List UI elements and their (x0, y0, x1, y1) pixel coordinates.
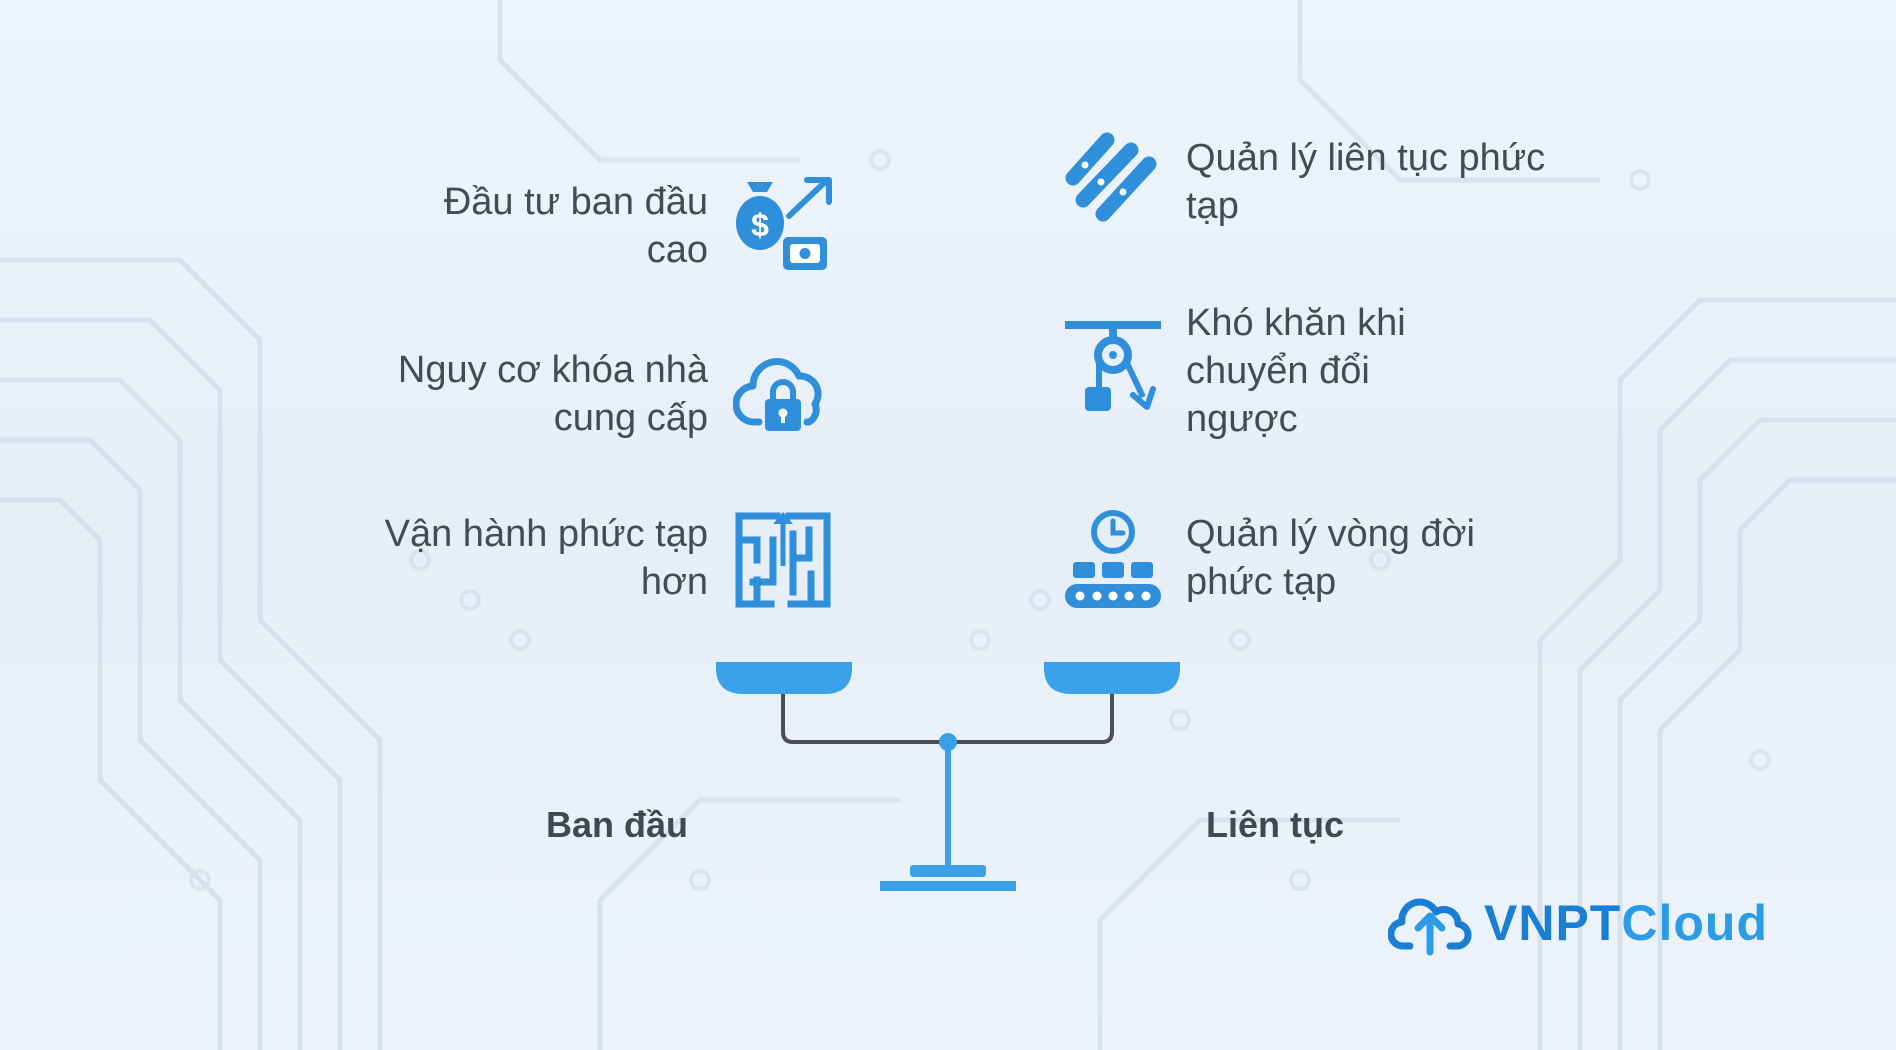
maze-icon (733, 510, 833, 610)
right-item-2-label: Khó khăn khi chuyển đổi ngược (1186, 302, 1406, 440)
balance-scale (716, 662, 1180, 891)
logo-text-vnpt: VNPT (1484, 895, 1622, 951)
right-pan-label: Liên tục (1206, 804, 1345, 845)
cloud-upload-logo-icon (1388, 898, 1472, 956)
right-item-1-label: Quản lý liên tục phức tạp (1186, 137, 1546, 227)
right-item-3-label: Quản lý vòng đời phức tạp (1186, 513, 1475, 603)
logo-text-cloud: Cloud (1621, 895, 1768, 951)
svg-text:$: $ (751, 207, 769, 243)
left-item-1-label: Đầu tư ban đầu cao (443, 181, 708, 271)
vnpt-cloud-logo: VNPTCloud (1388, 888, 1808, 956)
left-item-2-label: Nguy cơ khóa nhà cung cấp (397, 349, 708, 439)
right-pan (1044, 662, 1180, 694)
pulley-icon (1063, 315, 1163, 415)
left-item-3-label: Vận hành phức tạp hơn (384, 513, 708, 603)
left-pan-label: Ban đầu (546, 804, 689, 845)
cloud-lock-icon (733, 344, 833, 444)
logo-wordmark: VNPTCloud (1484, 894, 1768, 952)
diagonal-bars-icon (1063, 130, 1163, 230)
scale-pivot (939, 733, 957, 751)
conveyor-clock-icon (1063, 510, 1163, 610)
scale-base (880, 881, 1016, 891)
money-bag-arrow-icon: $ (733, 176, 833, 276)
left-pan (716, 662, 852, 694)
scale-base-top (910, 865, 986, 877)
